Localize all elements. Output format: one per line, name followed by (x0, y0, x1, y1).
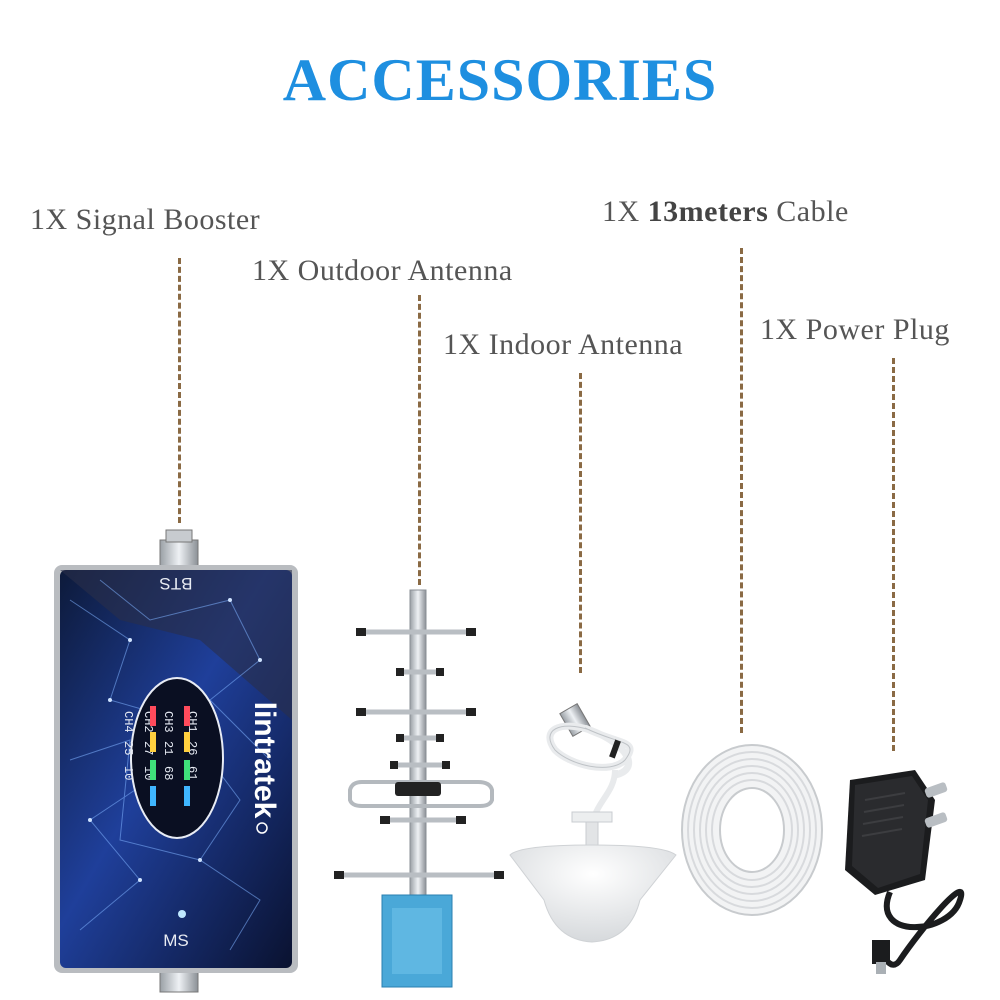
power-led-icon (178, 910, 186, 918)
cable-coil (681, 744, 823, 916)
channel-3-value-a: 21 (161, 741, 175, 755)
page-title: ACCESSORIES (282, 47, 718, 113)
label-power-plug: 1X Power Plug (760, 313, 950, 346)
power-plug (845, 770, 965, 974)
label-cable-suffix: Cable (768, 195, 849, 228)
label-cable-length: 13meters (647, 195, 769, 228)
outdoor-antenna (334, 589, 504, 988)
channel-3-name: CH3 (161, 711, 175, 733)
leader-line-cable (740, 248, 743, 733)
lcd-display (130, 677, 224, 839)
leader-line-indoor (579, 373, 582, 673)
channel-4-value-b: 10 (121, 766, 135, 780)
label-cable-prefix: 1X (602, 195, 648, 228)
channel-4-name: CH4 (121, 711, 135, 733)
channel-3-value-b: 68 (161, 766, 175, 780)
label-signal-booster: 1X Signal Booster (30, 203, 261, 236)
label-indoor-antenna: 1X Indoor Antenna (443, 328, 684, 361)
leader-line-outdoor (418, 295, 421, 585)
channel-4-value-a: 25 (121, 741, 135, 755)
label-cable: 1X 13meters Cable (602, 195, 849, 229)
indoor-antenna (509, 703, 677, 943)
registered-mark-icon (256, 822, 268, 834)
leader-line-booster (178, 258, 181, 523)
brand-logo: lintratek (248, 702, 281, 819)
signal-bars-icon (150, 706, 190, 806)
leader-line-plug (892, 358, 895, 751)
signal-booster-device: BTS MS CH1 26 61 CH3 21 68 CH2 27 10 CH4… (54, 529, 298, 993)
label-outdoor-antenna: 1X Outdoor Antenna (252, 254, 513, 287)
ms-port-label: MS (163, 931, 189, 950)
bts-port-label: BTS (159, 574, 192, 593)
